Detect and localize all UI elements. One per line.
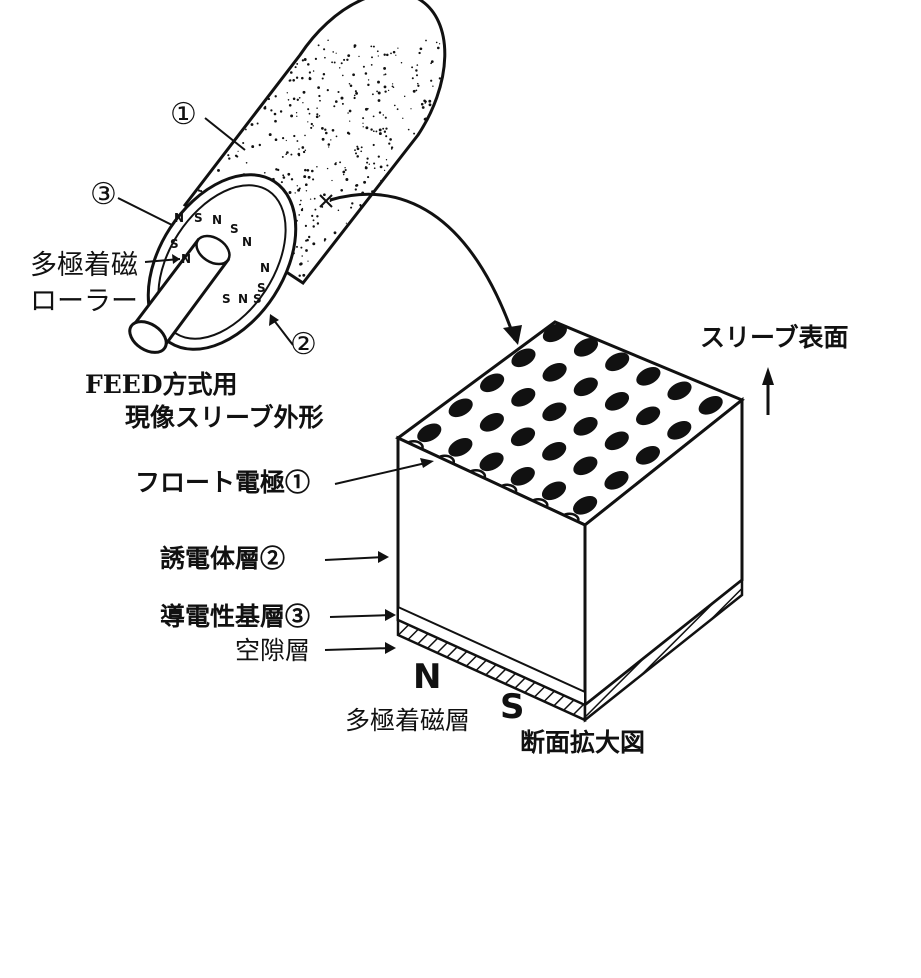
cross-section-caption: 断面拡大図: [520, 728, 646, 757]
callout-1: ①: [170, 97, 197, 132]
ring-pole-label: N: [212, 213, 223, 227]
ring-pole-label: S: [253, 292, 262, 306]
magnet-roller-label-line2: ローラー: [30, 286, 138, 317]
zoom-arrow: [329, 192, 522, 345]
leader-callout-1: [204, 117, 246, 151]
surface-up-arrow: [762, 367, 774, 415]
callout-2: ②: [290, 327, 317, 362]
ring-pole-label: N: [174, 211, 185, 225]
callout-3: ③: [90, 177, 117, 212]
roller-illustration: [117, 0, 522, 354]
sample-point-marker: [319, 194, 333, 208]
cross-section-illustration: [324, 320, 774, 723]
ring-pole-label: N: [238, 292, 249, 306]
magnet-pole-s: S: [500, 687, 525, 727]
ring-pole-label: S: [230, 222, 239, 236]
roller-caption-line2: 現像スリーブ外形: [125, 403, 324, 432]
leader-float-electrode: [334, 458, 434, 485]
magnet-layer-label: 多極着磁層: [345, 706, 471, 735]
leader-callout-2: [269, 314, 294, 346]
ring-pole-label: S: [194, 211, 203, 225]
leader-callout-3: [117, 197, 173, 226]
magnet-layer-side-hatch: [583, 577, 744, 723]
float-electrode-label: フロート電極①: [135, 468, 311, 497]
dielectric-layer-label: 誘電体層②: [160, 544, 286, 573]
magnet-roller-label-line1: 多極着磁: [30, 250, 138, 281]
ring-pole-label: N: [242, 235, 253, 249]
magnet-pole-n: N: [413, 657, 442, 697]
leader-conductive-base: [329, 609, 396, 621]
ring-pole-label: S: [170, 237, 179, 251]
conductive-base-label: 導電性基層③: [160, 602, 311, 631]
roller-caption-line1: FEED方式用: [85, 370, 238, 399]
ring-pole-label: N: [260, 261, 271, 275]
roller-near-shaft: [128, 234, 231, 354]
sleeve-surface-label: スリーブ表面: [700, 323, 849, 352]
leader-dielectric: [324, 551, 389, 563]
ring-pole-label: S: [222, 292, 231, 306]
ring-pole-label: S: [257, 281, 266, 295]
leader-air-gap: [324, 642, 396, 654]
leader-magnet-roller: [144, 254, 181, 264]
air-gap-label: 空隙層: [235, 636, 311, 665]
ring-pole-label: N: [181, 252, 192, 266]
